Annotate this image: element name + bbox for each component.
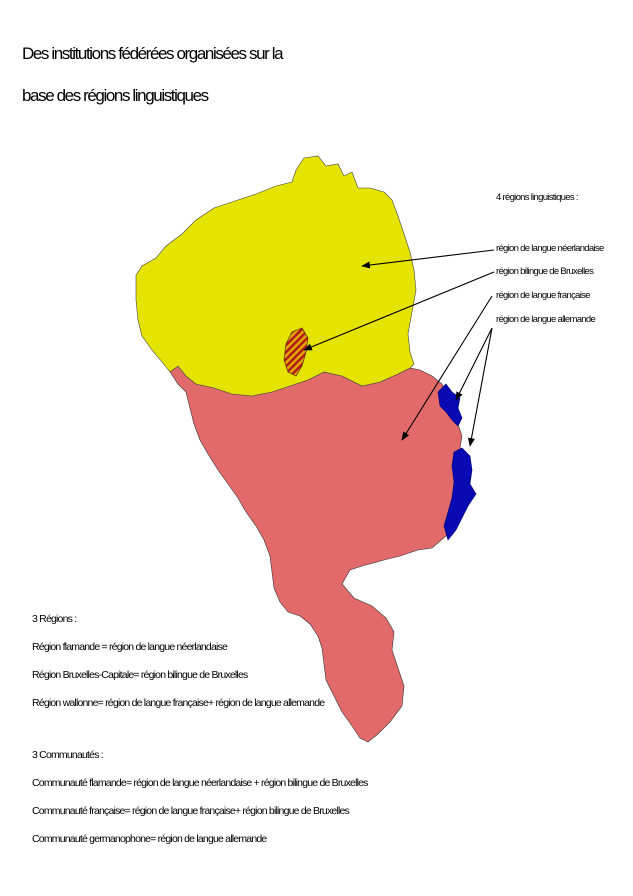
communities-item-flemish: Communauté flamande= région de langue né… xyxy=(32,777,368,789)
region-wallonia xyxy=(169,365,471,743)
arrow-french-region xyxy=(401,295,493,441)
legend-item-german: région de langue allemande xyxy=(496,314,596,325)
regions-heading: 3 Régions : xyxy=(32,613,77,625)
region-german-north xyxy=(437,383,463,427)
map-title-line-1: Des institutions fédérées organisées sur… xyxy=(22,44,284,63)
legend-heading: 4 régions linguistiques : xyxy=(496,192,578,203)
communities-item-french: Communauté française= région de langue f… xyxy=(32,805,350,817)
regions-item-flemish: Région flamande = région de langue néerl… xyxy=(32,641,228,653)
region-brussels xyxy=(283,327,309,377)
legend-item-french: région de langue française xyxy=(496,290,590,301)
legend-item-brussels: région bilingue de Bruxelles xyxy=(496,266,594,277)
arrow-dutch-region xyxy=(361,249,495,269)
communities-item-german: Communauté germanophone= région de langu… xyxy=(32,833,267,845)
region-flanders xyxy=(135,155,417,397)
arrow-german-region-south xyxy=(467,327,493,447)
region-german-south xyxy=(443,447,477,541)
regions-item-brussels: Région Bruxelles-Capitale= région biling… xyxy=(32,669,248,681)
arrow-german-region-north xyxy=(455,327,493,401)
regions-item-walloon: Région wallonne= région de langue frança… xyxy=(32,697,325,709)
communities-heading: 3 Communautés : xyxy=(32,749,104,761)
legend-item-dutch: région de langue néerlandaise xyxy=(496,243,604,254)
map-title-line-2: base des régions linguistiques xyxy=(22,86,209,105)
arrow-brussels-region xyxy=(303,271,495,351)
